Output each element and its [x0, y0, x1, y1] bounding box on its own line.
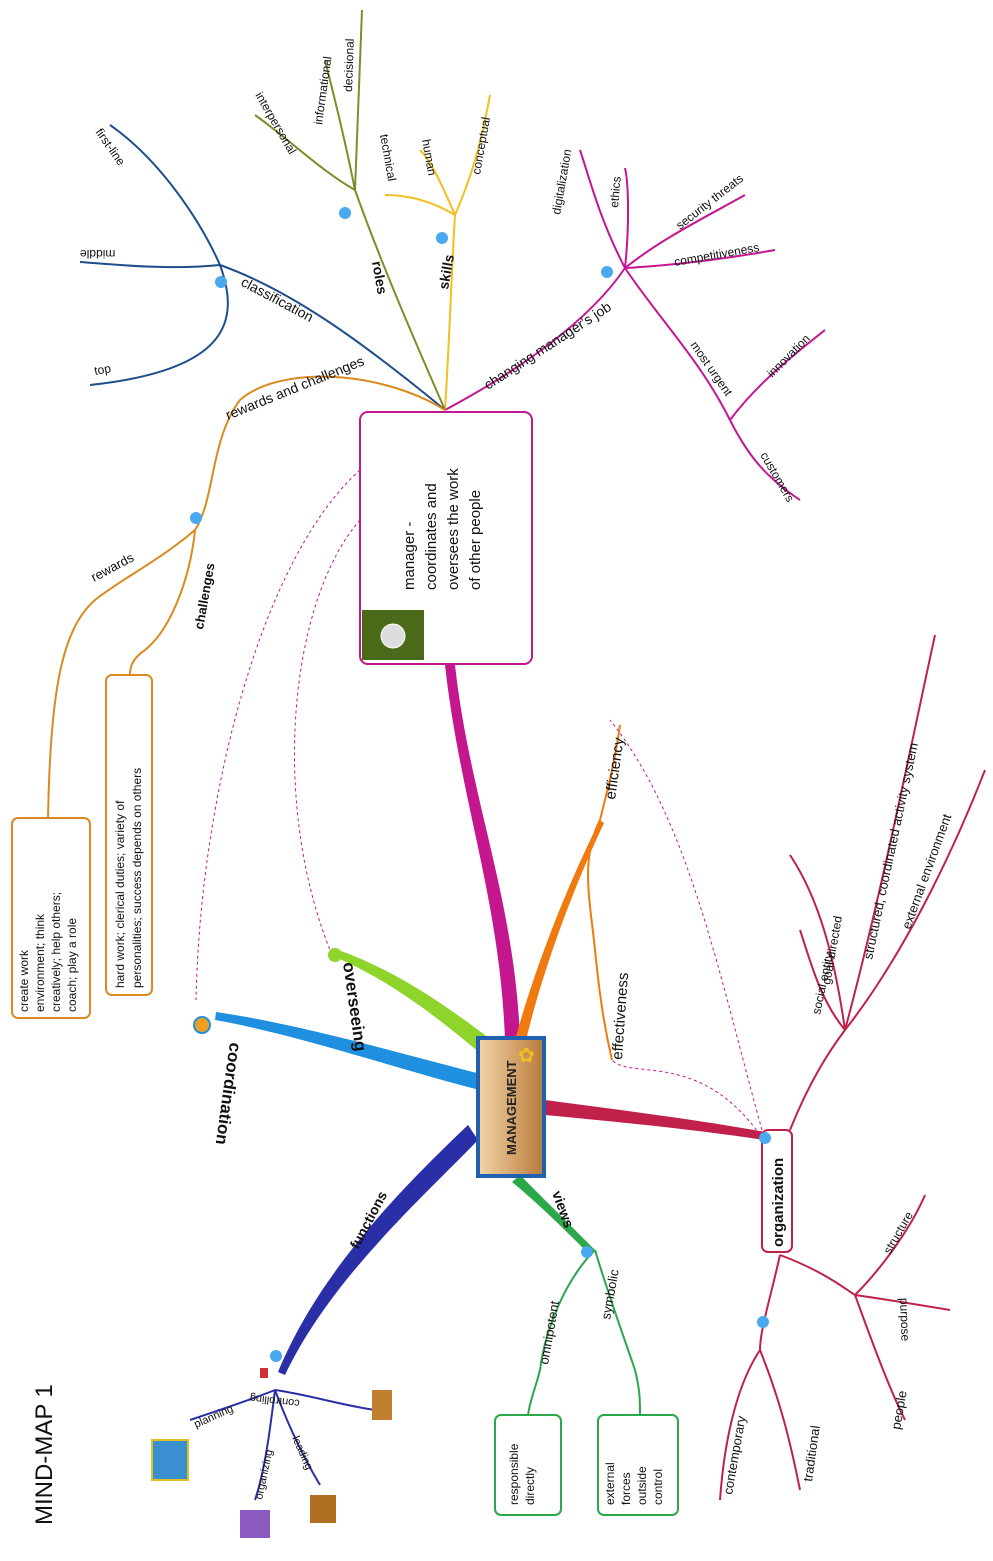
organization-structure: structure — [880, 1209, 916, 1257]
clock-icon — [380, 623, 406, 649]
branch-views — [512, 1175, 595, 1255]
controlling-icon — [372, 1390, 392, 1420]
changing-job-customers: customers — [757, 450, 797, 505]
skills-conceptual: conceptual — [469, 116, 493, 176]
classification-top: top — [93, 361, 112, 378]
overseeing-icon[interactable] — [328, 948, 342, 962]
views-note-symbolic: external forces outside control — [597, 1414, 679, 1516]
rewards-note: create work environment; think creativel… — [11, 817, 91, 1019]
changing-job-ethics: ethics — [607, 176, 624, 208]
efficiency-label: efficiency — [602, 736, 628, 801]
main-branches — [215, 665, 765, 1375]
organization-info-icon[interactable] — [759, 1132, 771, 1144]
changing-job-info-icon[interactable] — [601, 266, 613, 278]
effectiveness-label: effectiveness — [609, 972, 632, 1060]
views-note-omnipotent: responsible directly — [494, 1414, 562, 1516]
rewards-note-1: create work — [17, 949, 31, 1012]
functions-info-icon[interactable] — [270, 1350, 282, 1362]
functions-leading: leading — [289, 1434, 314, 1471]
organization-people: people — [888, 1389, 910, 1430]
rewards-note-4: coach; play a role — [65, 918, 79, 1012]
symbolic-note-4: control — [651, 1469, 665, 1505]
organization-external-environment: external environment — [899, 811, 955, 931]
branch-coordination — [215, 1012, 485, 1090]
branch-skills[interactable] — [384, 94, 491, 411]
organization-traditional: traditional — [800, 1424, 823, 1482]
rewards-note-3: creatively; help others; — [49, 892, 63, 1012]
organization-node[interactable]: organization — [759, 1129, 793, 1253]
rewards-info-icon[interactable] — [190, 512, 202, 524]
omnipotent-note-1: responsible — [507, 1443, 521, 1505]
challenges-label: challenges — [191, 562, 217, 631]
organization-label: organization — [770, 1158, 787, 1247]
branch-changing-job[interactable] — [444, 149, 826, 501]
branch-manager — [445, 665, 520, 1040]
roles-decisional: decisional — [341, 38, 357, 92]
branch-efficiency-detail[interactable] — [587, 724, 621, 1061]
classification-info-icon[interactable] — [215, 276, 227, 288]
views-symbolic: symbolic — [598, 1268, 622, 1321]
branch-overseeing — [330, 948, 498, 1060]
functions-controlling: controlling — [249, 1392, 300, 1409]
branch-efficiency — [515, 820, 604, 1040]
rewards-note-2: environment; think — [33, 913, 47, 1012]
views-omnipotent: omnipotent — [536, 1299, 562, 1365]
rewards-challenges-label: rewards and challenges — [223, 353, 366, 423]
classification-middle: middle — [80, 247, 116, 261]
coordination-label: coordination — [212, 1041, 245, 1146]
functions-planning: planning — [192, 1403, 235, 1431]
manager-text-4: of other people — [467, 490, 484, 590]
planning-icon — [151, 1439, 189, 1481]
changing-job-competitiveness: competitiveness — [673, 240, 760, 269]
rewards-label: rewards — [88, 549, 136, 584]
symbolic-note-2: forces — [619, 1472, 633, 1505]
roles-informational: informational — [311, 55, 334, 125]
organization-purpose: purpose — [897, 1298, 913, 1342]
changing-job-digitalization: digitalization — [549, 148, 574, 215]
leading-icon — [310, 1495, 336, 1523]
branch-roles[interactable] — [254, 9, 446, 411]
skills-technical: technical — [377, 133, 399, 182]
coordination-icon[interactable] — [193, 1016, 211, 1034]
challenges-note-2: personalities; success depends on others — [130, 768, 144, 988]
branch-views-detail[interactable] — [527, 1249, 641, 1416]
branch-rewards-challenges[interactable] — [47, 375, 446, 821]
skills-label: skills — [435, 253, 457, 290]
classification-label: classification — [239, 274, 317, 325]
changing-job-security-threats: security threats — [673, 171, 746, 232]
classification-first-line: first-line — [93, 126, 129, 169]
branch-organization-detail[interactable] — [719, 634, 986, 1501]
skills-info-icon[interactable] — [436, 232, 448, 244]
branch-functions — [278, 1125, 478, 1375]
skills-human: human — [419, 138, 439, 177]
roles-label: roles — [369, 260, 391, 296]
symbolic-note-1: external — [603, 1462, 617, 1505]
flower-icon: ✿ — [518, 1045, 535, 1067]
organizing-icon — [240, 1510, 270, 1538]
changing-job-label: changing manager's job — [481, 298, 614, 392]
manager-text-3: oversees the work — [445, 468, 462, 590]
omnipotent-note-2: directly — [523, 1467, 537, 1505]
symbolic-note-3: outside — [635, 1466, 649, 1505]
challenges-note-1: hard work; clerical duties; variety of — [113, 800, 127, 988]
page-title: MIND-MAP 1 — [31, 1384, 58, 1525]
views-info-icon[interactable] — [581, 1246, 593, 1258]
changing-job-innovation: innovation — [764, 332, 813, 381]
functions-flag-icon — [260, 1368, 268, 1378]
manager-box[interactable]: manager - coordinates and oversees the w… — [359, 411, 533, 665]
branch-organization — [545, 1100, 765, 1140]
functions-organizing: organizing — [253, 1448, 275, 1500]
central-label: MANAGEMENT — [504, 1060, 519, 1155]
organization-sub-info-icon[interactable] — [757, 1316, 769, 1328]
branch-functions-detail[interactable] — [189, 1389, 376, 1501]
manager-text-1: manager - — [401, 522, 418, 590]
roles-info-icon[interactable] — [339, 207, 351, 219]
relationship-links — [195, 469, 763, 1136]
changing-job-most-urgent: most urgent — [688, 339, 736, 399]
challenges-note: hard work; clerical duties; variety of p… — [105, 674, 153, 996]
central-node[interactable]: MANAGEMENT ✿ — [476, 1036, 546, 1178]
roles-interpersonal: interpersonal — [252, 90, 299, 157]
manager-text-2: coordinates and — [423, 483, 440, 590]
